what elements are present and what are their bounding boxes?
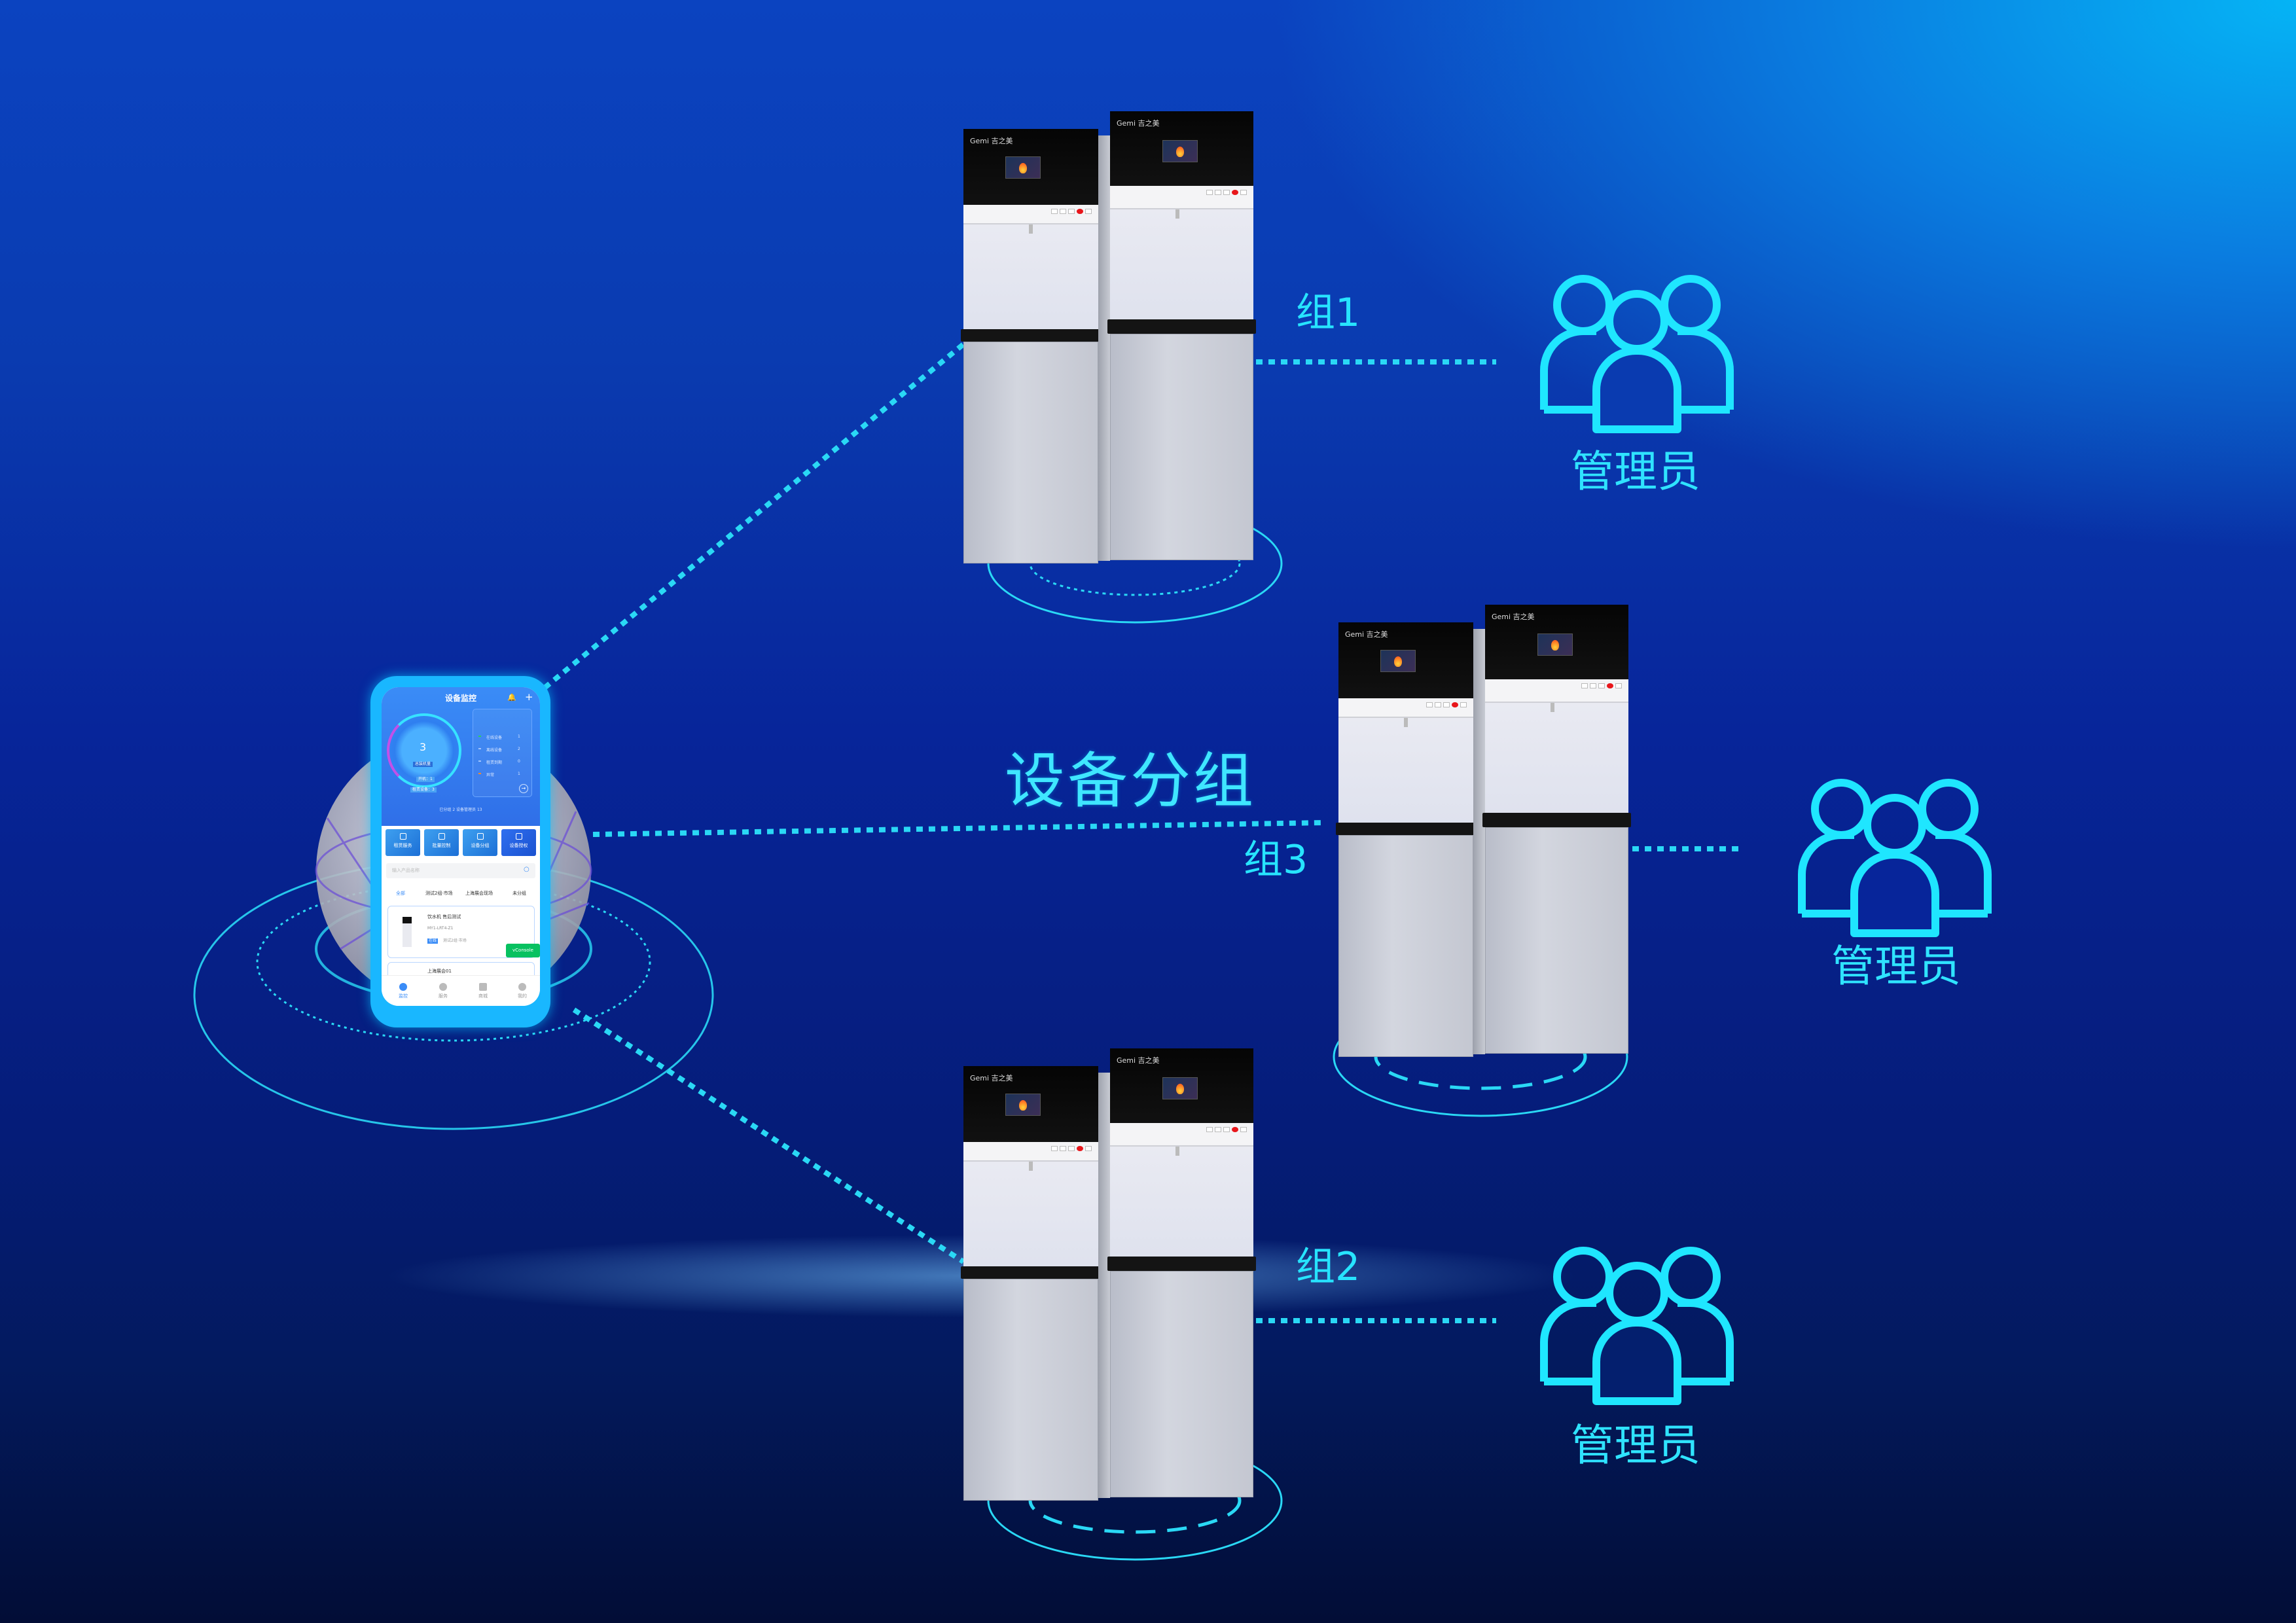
status-badge: 在线 <box>427 938 439 944</box>
brand-logo: Gemi 吉之美 <box>970 137 1013 145</box>
dispenser-group-2: Gemi 吉之美 Gemi 吉之美 <box>961 1048 1256 1501</box>
add-icon[interactable]: + <box>525 691 533 703</box>
brand-logo: Gemi 吉之美 <box>1492 613 1535 621</box>
bottom-nav <box>382 975 540 1006</box>
gauge-rent: 租赁设备：3 <box>410 787 437 793</box>
dispenser-group-3: Gemi 吉之美 Gemi 吉之美 <box>1336 605 1631 1057</box>
group-label-2: 组2 <box>1296 1244 1361 1290</box>
tile-batch-control[interactable]: 批量控制 <box>424 829 459 856</box>
dispenser-unit-left: Gemi 吉之美 <box>961 129 1110 563</box>
gauge-on: 开机：1 <box>416 777 435 782</box>
search-input[interactable]: 输入产品名称 ○ <box>386 863 535 878</box>
dispenser-unit-left: Gemi 吉之美 <box>961 1066 1110 1501</box>
nav-monitor[interactable]: 监控 <box>390 983 416 999</box>
bell-icon[interactable]: 🔔 <box>507 693 516 702</box>
tile-rental[interactable]: 租赁服务 <box>386 829 420 856</box>
group-summary: 已分组 2 设备管理员 13 <box>439 808 482 812</box>
tab-ungrouped[interactable]: 未分组 <box>512 891 526 896</box>
admin-label-3: 管理员 <box>1831 941 1961 991</box>
phone-title: 设备监控 <box>444 694 476 703</box>
vconsole-button[interactable]: vConsole <box>506 944 540 957</box>
tile-device-auth[interactable]: 设备授权 <box>501 829 536 856</box>
nav-mine[interactable]: 我的 <box>509 983 535 999</box>
dispenser-thumb <box>403 917 412 947</box>
gauge-total-label: 总装机量 <box>413 762 433 767</box>
tab-shanghai[interactable]: 上海展会现场 <box>465 891 493 896</box>
brand-logo: Gemi 吉之美 <box>1117 1056 1160 1065</box>
group-label-3: 组3 <box>1244 837 1308 883</box>
dispenser-screen <box>1162 1077 1198 1099</box>
gauge-total: 3 <box>420 741 427 753</box>
tab-test-group[interactable]: 测试2组·市场 <box>425 891 453 896</box>
dispenser-unit-right: Gemi 吉之美 <box>1107 1048 1256 1497</box>
nav-mall[interactable]: 商城 <box>470 983 496 999</box>
dispenser-head: Gemi 吉之美 <box>1110 1048 1253 1123</box>
dispenser-unit-left: Gemi 吉之美 <box>1336 622 1485 1057</box>
dispenser-unit-right: Gemi 吉之美 <box>1107 111 1256 560</box>
dispenser-head: Gemi 吉之美 <box>1110 111 1253 186</box>
group-label-1: 组1 <box>1296 290 1361 336</box>
gauge <box>387 713 461 788</box>
diagram-title: 设备分组 <box>1005 746 1257 816</box>
arrow-right-icon[interactable]: → <box>519 784 528 793</box>
dispenser-head: Gemi 吉之美 <box>1485 605 1628 679</box>
dispenser-screen <box>1380 650 1416 672</box>
brand-logo: Gemi 吉之美 <box>970 1074 1013 1082</box>
search-icon[interactable]: ○ <box>524 866 529 873</box>
dispenser-screen <box>1005 1094 1041 1116</box>
dispenser-screen <box>1162 140 1198 162</box>
dispenser-screen <box>1005 156 1041 179</box>
nav-service[interactable]: 服务 <box>430 983 456 999</box>
admin-label-1: 管理员 <box>1571 446 1700 497</box>
dispenser-head: Gemi 吉之美 <box>963 129 1098 205</box>
brand-logo: Gemi 吉之美 <box>1117 119 1160 128</box>
dispenser-group-1: Gemi 吉之美 Gemi 吉之美 <box>961 111 1256 563</box>
admin-label-2: 管理员 <box>1571 1420 1700 1471</box>
dispenser-head: Gemi 吉之美 <box>963 1066 1098 1142</box>
tab-all[interactable]: 全部 <box>396 891 405 896</box>
dispenser-head: Gemi 吉之美 <box>1338 622 1473 698</box>
stat-dot <box>478 736 481 737</box>
brand-logo: Gemi 吉之美 <box>1345 630 1388 639</box>
dispenser-unit-right: Gemi 吉之美 <box>1482 605 1631 1054</box>
dispenser-screen <box>1537 633 1573 656</box>
tile-device-group[interactable]: 设备分组 <box>463 829 497 856</box>
